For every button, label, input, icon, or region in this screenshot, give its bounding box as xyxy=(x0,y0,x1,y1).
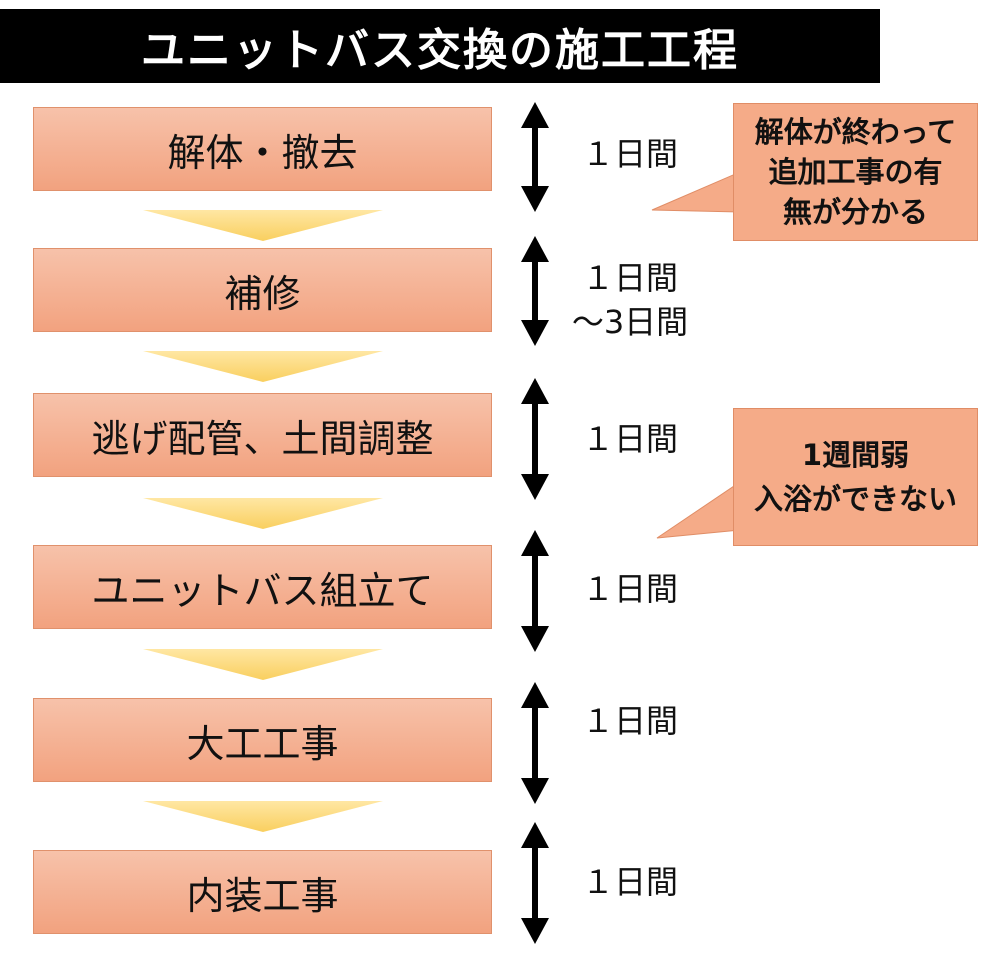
duration-line: １日間 xyxy=(581,702,678,740)
double-arrow-icon xyxy=(521,102,549,212)
duration-line: １日間 xyxy=(581,135,678,173)
step-box: 解体・撤去 xyxy=(33,107,492,191)
callout-line: 入浴ができない xyxy=(753,482,957,516)
double-arrow-icon xyxy=(521,682,549,804)
chevron-down-icon xyxy=(143,351,383,382)
duration-label: １日間 xyxy=(560,417,700,461)
step-box: 逃げ配管、土間調整 xyxy=(33,393,492,477)
step-box: 内装工事 xyxy=(33,850,492,934)
duration-line: １日間 xyxy=(581,259,678,297)
chevron-down-icon xyxy=(143,210,383,241)
step-box: ユニットバス組立て xyxy=(33,545,492,629)
duration-line: ～3日間 xyxy=(571,303,689,341)
duration-label: １日間 xyxy=(560,567,700,611)
double-arrow-icon xyxy=(521,822,549,944)
chevron-down-icon xyxy=(143,649,383,680)
callout-box: 解体が終わって 追加工事の有 無が分かる xyxy=(733,103,978,241)
chevron-down-icon xyxy=(143,801,383,832)
callout-line: 1週間弱 xyxy=(801,438,910,472)
duration-line: １日間 xyxy=(581,863,678,901)
duration-line: １日間 xyxy=(581,420,678,458)
double-arrow-icon xyxy=(521,378,549,500)
duration-label: １日間 xyxy=(560,860,700,904)
duration-label: １日間 xyxy=(560,132,700,176)
callout-box: 1週間弱 入浴ができない xyxy=(733,408,978,546)
callout-line: 解体が終わって xyxy=(754,115,957,149)
step-box: 補修 xyxy=(33,248,492,332)
duration-line: １日間 xyxy=(581,570,678,608)
duration-label: １日間 xyxy=(560,699,700,743)
step-box: 大工工事 xyxy=(33,698,492,782)
double-arrow-icon xyxy=(521,530,549,652)
callout-tail-icon xyxy=(651,171,740,213)
callout-line: 追加工事の有 xyxy=(768,155,943,189)
duration-label: １日間 ～3日間 xyxy=(560,256,700,344)
chevron-down-icon xyxy=(143,498,383,529)
double-arrow-icon xyxy=(521,236,549,346)
page-title: ユニットバス交換の施工工程 xyxy=(0,9,880,83)
callout-tail-icon xyxy=(656,481,740,539)
callout-line: 無が分かる xyxy=(782,195,928,229)
